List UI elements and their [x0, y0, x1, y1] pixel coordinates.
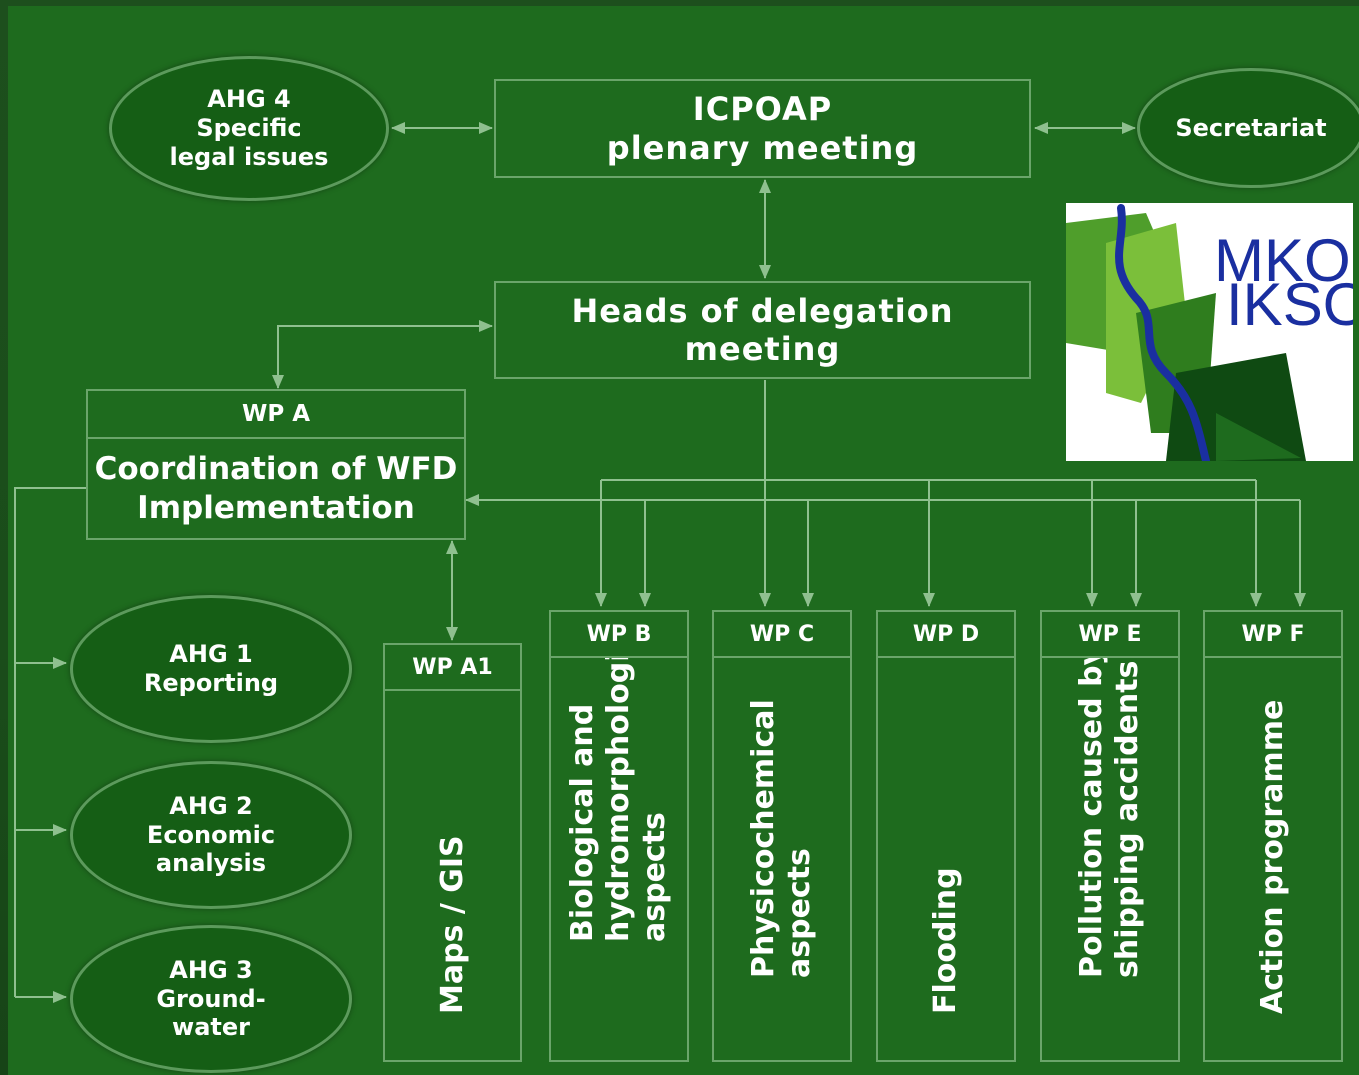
ahg2-oval: AHG 2 Economic analysis — [70, 761, 352, 909]
wp-c-header: WP C — [714, 612, 850, 658]
wp-f-label: WP F — [1241, 621, 1305, 647]
ahg4-oval: AHG 4 Specific legal issues — [109, 56, 389, 201]
wp-e-header: WP E — [1042, 612, 1178, 658]
wp-a1-text: Maps / GIS — [435, 835, 471, 1014]
ahg1-line2: Reporting — [143, 669, 279, 697]
wp-a1-column: WP A1 Maps / GIS — [383, 643, 522, 1062]
secretariat-label: Secretariat — [1175, 113, 1327, 142]
wp-d-header: WP D — [878, 612, 1014, 658]
wp-c-text-line2: aspects — [782, 848, 817, 978]
ahg2-label: AHG 2 — [169, 791, 253, 820]
ahg4-line2: Specific — [196, 114, 302, 143]
wp-b-label: WP B — [586, 621, 652, 647]
ikso-logo: MKOO IKSO — [1066, 203, 1353, 461]
wp-b-header: WP B — [551, 612, 687, 658]
wp-c-text: Physicochemical aspects — [746, 699, 818, 978]
plenary-subtitle: plenary meeting — [606, 128, 919, 167]
wp-a-box: WP A Coordination of WFD Implementation — [86, 389, 466, 540]
wp-f-text-line1: Action programme — [1255, 699, 1290, 1014]
ahg1-label: AHG 1 — [169, 640, 253, 669]
wp-b-text-line2: hydromorphological — [601, 658, 636, 942]
wp-e-column: WP E Pollution caused by shipping accide… — [1040, 610, 1180, 1062]
wp-d-column: WP D Flooding — [876, 610, 1016, 1062]
ahg4-label: AHG 4 — [207, 85, 291, 114]
wp-a-line1: Coordination of WFD — [94, 450, 458, 487]
wp-e-text: Pollution caused by shipping accidents — [1074, 658, 1146, 978]
heads-of-delegation-box: Heads of delegation meeting — [494, 281, 1031, 379]
connector-wpa-ahgs — [14, 487, 86, 997]
wp-a-body: Coordination of WFD Implementation — [95, 439, 458, 538]
ahg4-line3: legal issues — [169, 142, 329, 171]
wp-a-label: WP A — [241, 401, 311, 427]
wp-a1-body: Maps / GIS — [385, 691, 520, 1060]
connector-heads-wpa — [277, 320, 493, 360]
logo-text-ikso: IKSO — [1226, 271, 1353, 338]
wp-f-text: Action programme — [1255, 700, 1291, 1014]
wp-d-body: Flooding — [878, 658, 1014, 1060]
wp-a1-label: WP A1 — [412, 654, 493, 680]
ahg2-line2: Economic — [146, 820, 276, 849]
wp-c-body: Physicochemical aspects — [714, 658, 850, 1060]
wp-c-column: WP C Physicochemical aspects — [712, 610, 852, 1062]
wp-d-text: Flooding — [928, 867, 964, 1014]
wp-e-text-line1: Pollution caused by — [1074, 658, 1109, 978]
ahg1-oval: AHG 1 Reporting — [70, 595, 352, 743]
heads-line2: meeting — [684, 330, 841, 368]
ahg3-oval: AHG 3 Ground- water — [70, 925, 352, 1073]
heads-line1: Heads of delegation — [571, 291, 954, 330]
wp-c-label: WP C — [749, 621, 815, 647]
wp-b-body: Biological and hydromorphological aspect… — [551, 658, 687, 1060]
wp-d-text-line1: Flooding — [928, 867, 963, 1014]
wp-e-label: WP E — [1078, 621, 1142, 647]
plenary-title: ICPOAP — [692, 90, 833, 129]
wp-f-column: WP F Action programme — [1203, 610, 1343, 1062]
secretariat-oval: Secretariat — [1137, 68, 1359, 188]
wp-b-text-line1: Biological and — [565, 703, 600, 942]
wp-e-body: Pollution caused by shipping accidents — [1042, 658, 1178, 1060]
ahg3-line3: water — [172, 1013, 250, 1042]
wp-b-text: Biological and hydromorphological aspect… — [565, 658, 673, 942]
wp-d-label: WP D — [912, 621, 980, 647]
ahg3-line2: Ground- — [156, 984, 266, 1013]
wp-a1-text-line1: Maps / GIS — [434, 835, 470, 1014]
wp-b-text-line3: aspects — [637, 812, 672, 942]
wp-a1-header: WP A1 — [385, 645, 520, 691]
plenary-meeting-box: ICPOAP plenary meeting — [494, 79, 1031, 178]
wp-f-body: Action programme — [1205, 658, 1341, 1060]
wp-a-line2: Implementation — [137, 489, 415, 526]
ahg3-label: AHG 3 — [169, 955, 253, 984]
ahg2-line3: analysis — [155, 849, 267, 878]
wp-c-text-line1: Physicochemical — [746, 699, 781, 978]
logo-text-mkoo: MKOO — [1214, 227, 1353, 294]
wp-a-header: WP A — [88, 391, 464, 439]
wp-f-header: WP F — [1205, 612, 1341, 658]
wp-b-column: WP B Biological and hydromorphological a… — [549, 610, 689, 1062]
wp-e-text-line2: shipping accidents — [1110, 660, 1145, 978]
